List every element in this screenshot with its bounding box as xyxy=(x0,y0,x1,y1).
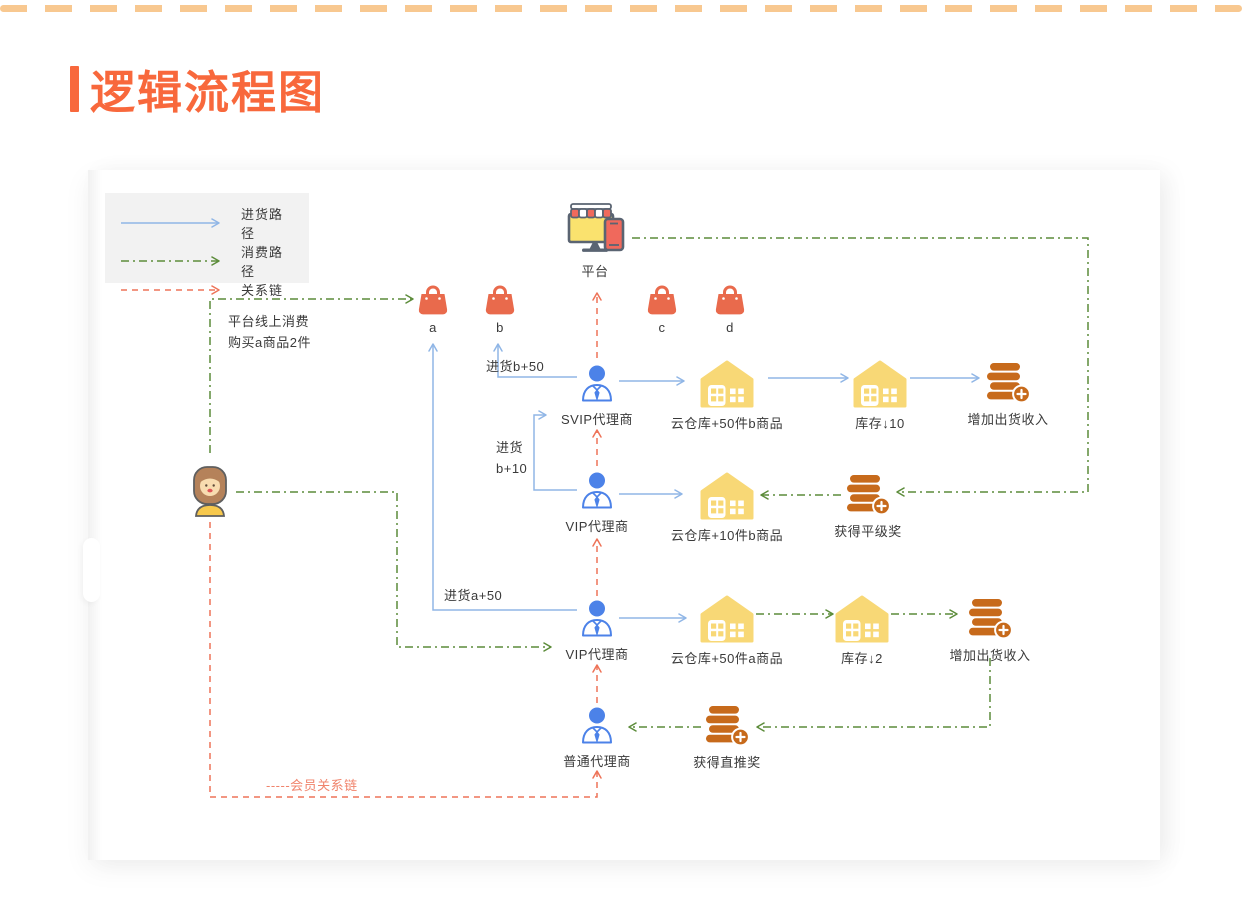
legend-row-purchase: 进货路径 xyxy=(119,204,295,242)
platform-store-icon xyxy=(567,202,625,254)
node-product-b: b xyxy=(470,283,530,335)
node-label: 获得直推奖 xyxy=(693,755,761,770)
node-direct-award: 获得直推奖 xyxy=(652,705,802,771)
legend-label-consume: 消费路径 xyxy=(241,245,284,279)
node-label: 云仓库+50件b商品 xyxy=(670,416,784,431)
node-vip-agent-a: VIP代理商 xyxy=(522,599,672,663)
consume-note-line1: 平台线上消费 xyxy=(228,314,310,329)
node-label: c xyxy=(658,320,666,335)
node-stock-down-2: 库存↓2 xyxy=(787,595,937,667)
diagram-card xyxy=(88,170,1160,860)
node-product-a: a xyxy=(403,283,463,335)
node-warehouse-b10: 云仓库+10件b商品 xyxy=(652,472,802,544)
agent-person-icon xyxy=(582,706,612,745)
agent-person-icon xyxy=(582,364,612,403)
coins-plus-icon xyxy=(845,474,891,516)
shopping-bag-icon xyxy=(417,285,449,315)
dashdot-green-line-icon xyxy=(121,256,220,266)
warehouse-icon xyxy=(835,595,889,643)
node-label: VIP代理商 xyxy=(565,519,629,534)
node-label: VIP代理商 xyxy=(565,647,629,662)
member-chain-label: -----会员关系链 xyxy=(266,778,358,793)
node-label: b xyxy=(496,320,504,335)
solid-blue-line-icon xyxy=(121,218,220,228)
legend: 进货路径 消费路径 关系链 xyxy=(105,193,309,298)
node-consumer xyxy=(186,465,234,517)
node-vip-agent-b: VIP代理商 xyxy=(522,471,672,535)
card-left-notch xyxy=(83,538,100,602)
restock-b10-line2: b+10 xyxy=(496,461,528,476)
node-svip-agent: SVIP代理商 xyxy=(522,364,672,428)
shopping-bag-icon xyxy=(484,285,516,315)
page-header: 逻辑流程图 xyxy=(70,56,325,121)
warehouse-icon xyxy=(700,595,754,643)
node-product-d: d xyxy=(700,283,760,335)
node-product-c: c xyxy=(632,283,692,335)
node-label: 增加出货收入 xyxy=(967,412,1049,427)
node-label: a xyxy=(429,320,437,335)
consume-note-line2: 购买a商品2件 xyxy=(228,335,311,350)
dashed-red-line-icon xyxy=(121,284,220,295)
node-label: 普通代理商 xyxy=(563,754,631,769)
coins-plus-icon xyxy=(704,705,750,747)
coins-plus-icon xyxy=(967,598,1013,640)
node-warehouse-b50: 云仓库+50件b商品 xyxy=(652,360,802,432)
shopping-bag-icon xyxy=(646,285,678,315)
coins-plus-icon xyxy=(985,362,1031,404)
node-label: 库存↓2 xyxy=(841,651,883,666)
node-peer-award: 获得平级奖 xyxy=(793,474,943,540)
shopping-bag-icon xyxy=(714,285,746,315)
title-accent-bar xyxy=(70,65,79,112)
legend-row-relation: 关系链 xyxy=(119,280,295,299)
agent-person-icon xyxy=(582,471,612,510)
legend-label-relation: 关系链 xyxy=(241,283,284,298)
warehouse-icon xyxy=(700,472,754,520)
node-label: 库存↓10 xyxy=(855,416,905,431)
agent-person-icon xyxy=(582,599,612,638)
warehouse-icon xyxy=(853,360,907,408)
node-warehouse-a50: 云仓库+50件a商品 xyxy=(652,595,802,667)
node-label: 获得平级奖 xyxy=(834,524,902,539)
page-title: 逻辑流程图 xyxy=(90,67,326,118)
restock-b10-label: 进货 b+10 xyxy=(496,437,527,479)
node-stock-down-10: 库存↓10 xyxy=(805,360,955,432)
restock-b50-label: 进货b+50 xyxy=(486,359,545,374)
node-label: SVIP代理商 xyxy=(560,412,634,427)
legend-label-purchase: 进货路径 xyxy=(241,207,284,241)
warehouse-icon xyxy=(700,360,754,408)
node-label: 增加出货收入 xyxy=(949,648,1031,663)
node-label: d xyxy=(726,320,734,335)
restock-b10-line1: 进货 xyxy=(496,440,524,455)
node-income-top: 增加出货收入 xyxy=(933,362,1083,428)
top-dashed-divider xyxy=(0,5,1242,12)
node-platform: 平台 xyxy=(520,202,670,280)
card-left-shadow xyxy=(88,170,102,860)
node-label: 云仓库+10件b商品 xyxy=(670,528,784,543)
node-label: 云仓库+50件a商品 xyxy=(670,651,784,666)
consume-note: 平台线上消费 购买a商品2件 xyxy=(228,311,311,353)
legend-row-consume: 消费路径 xyxy=(119,242,295,280)
node-label: 平台 xyxy=(581,264,609,279)
consumer-woman-icon xyxy=(193,466,227,517)
restock-a50-label: 进货a+50 xyxy=(444,588,503,603)
node-ordinary-agent: 普通代理商 xyxy=(522,706,672,770)
node-income-bottom: 增加出货收入 xyxy=(915,598,1065,664)
